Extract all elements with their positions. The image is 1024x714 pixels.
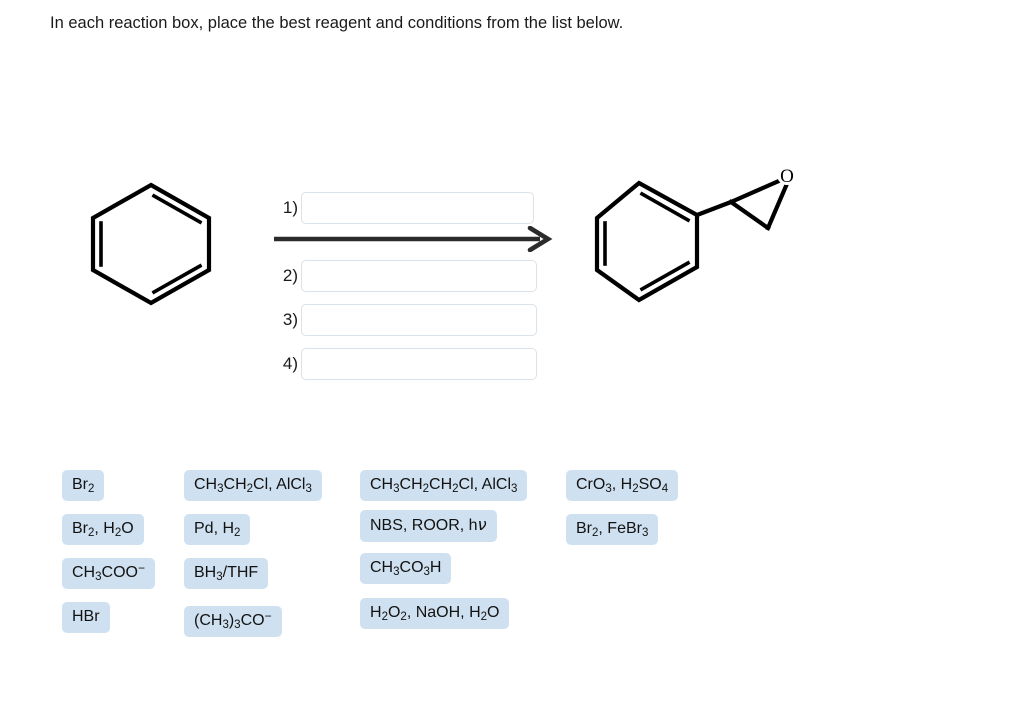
reagent-chip[interactable]: Pd, H2	[184, 514, 251, 545]
reagent-chip[interactable]: BH3/THF	[184, 558, 269, 589]
epoxide-oxygen-label: O	[780, 166, 794, 187]
reagent-chip[interactable]: CH3CO3H	[360, 553, 452, 584]
drop-box-1[interactable]	[301, 192, 534, 224]
reagent-chip[interactable]: CH3CH2CH2Cl, AlCl3	[360, 470, 528, 501]
instruction-text: In each reaction box, place the best rea…	[50, 14, 624, 32]
reaction-arrow	[272, 225, 554, 253]
slot-4-label: 4)	[282, 354, 298, 373]
reagent-chip[interactable]: CH3COO−	[62, 558, 155, 589]
slot-2-label: 2)	[282, 266, 298, 285]
drop-box-3[interactable]	[301, 304, 537, 336]
styrene-oxide-structure	[594, 177, 789, 303]
reagent-chip[interactable]: Br2	[62, 470, 105, 501]
product-double-bond-top-right	[639, 191, 691, 223]
benzene-ring-outline	[90, 182, 212, 306]
benzene-double-bond-bottom-right	[151, 263, 203, 295]
drop-box-2[interactable]	[301, 260, 537, 292]
drop-box-4[interactable]	[301, 348, 537, 380]
epoxide-c-o-bond-right	[765, 183, 789, 231]
epoxide-c-o-bond-left	[728, 177, 784, 205]
benzene-ring-structure	[90, 182, 212, 306]
arrow-head	[527, 225, 553, 253]
product-ring-outline	[594, 180, 700, 303]
reagent-chip[interactable]: HBr	[62, 602, 110, 633]
reagent-chip[interactable]: CH3CH2Cl, AlCl3	[184, 470, 322, 501]
reagent-chip[interactable]: NBS, ROOR, hν	[360, 510, 497, 542]
reagent-chip[interactable]: Br2, FeBr3	[566, 514, 659, 545]
slot-3-label: 3)	[282, 310, 298, 329]
reagent-chip[interactable]: CrO3, H2SO4	[566, 470, 679, 501]
product-double-bond-bottom-right	[639, 260, 691, 292]
epoxide-c-c-bond	[728, 199, 771, 231]
reagent-chip[interactable]: Br2, H2O	[62, 514, 144, 545]
benzene-double-bond-top-right	[151, 193, 203, 225]
aryl-epoxide-bond	[694, 199, 734, 218]
epoxide-oxygen-halo	[777, 165, 797, 185]
reagent-chip[interactable]: (CH3)3CO−	[184, 606, 282, 637]
slot-1-label: 1)	[282, 198, 298, 217]
reagent-chip[interactable]: H2O2, NaOH, H2O	[360, 598, 510, 629]
reaction-arrow-glyph	[274, 225, 553, 253]
